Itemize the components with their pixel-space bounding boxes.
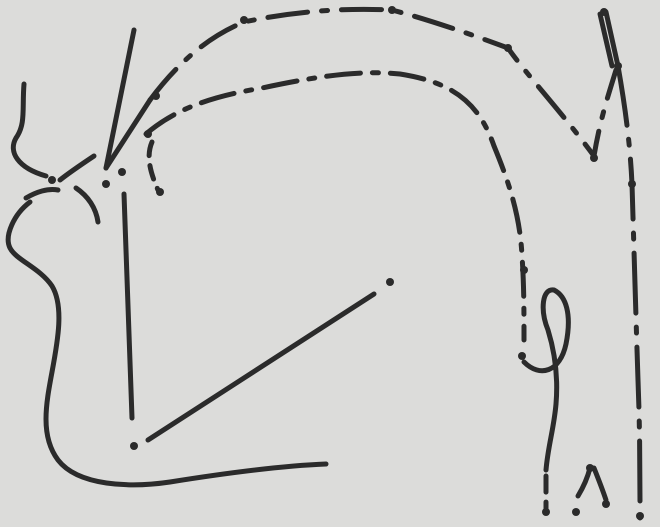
- landmark-dot: [102, 180, 110, 188]
- brow-short-arc: [149, 142, 158, 190]
- landmark-dot: [600, 8, 608, 16]
- landmark-dot: [602, 500, 610, 508]
- landmark-dot: [586, 464, 594, 472]
- landmark-dot: [240, 16, 248, 24]
- landmark-dot: [118, 168, 126, 176]
- landmark-dot: [542, 508, 550, 516]
- nose-left-arc: [60, 156, 94, 180]
- landmark-dot: [386, 278, 394, 286]
- inner-skull-arc: [146, 73, 524, 340]
- landmark-dot: [48, 176, 56, 184]
- landmark-dot: [520, 266, 528, 274]
- landmark-dot: [156, 188, 164, 196]
- posterior-vertical-line: [618, 66, 640, 518]
- neck-mark-left: [578, 468, 590, 496]
- landmark-dot: [388, 6, 396, 14]
- vertical-facial-line: [124, 194, 132, 418]
- nose-lower-arc: [26, 189, 58, 198]
- outer-skull-arc: [150, 9, 616, 156]
- lip-chin-contour: [8, 202, 326, 485]
- landmark-dots: [48, 6, 644, 520]
- ear-outline: [524, 290, 568, 470]
- forehead-contour: [13, 84, 46, 176]
- landmark-dot: [628, 180, 636, 188]
- landmark-dot: [590, 154, 598, 162]
- landmark-dot: [572, 508, 580, 516]
- diagonal-jaw-line: [148, 294, 374, 440]
- landmark-dot: [614, 62, 622, 70]
- landmark-dot: [152, 92, 160, 100]
- landmark-dot: [144, 130, 152, 138]
- landmark-dot: [518, 352, 526, 360]
- landmark-dot: [130, 442, 138, 450]
- neck-mark-right: [594, 468, 606, 500]
- landmark-dot: [636, 512, 644, 520]
- landmark-dot: [504, 44, 512, 52]
- nose-right-arc: [76, 188, 98, 222]
